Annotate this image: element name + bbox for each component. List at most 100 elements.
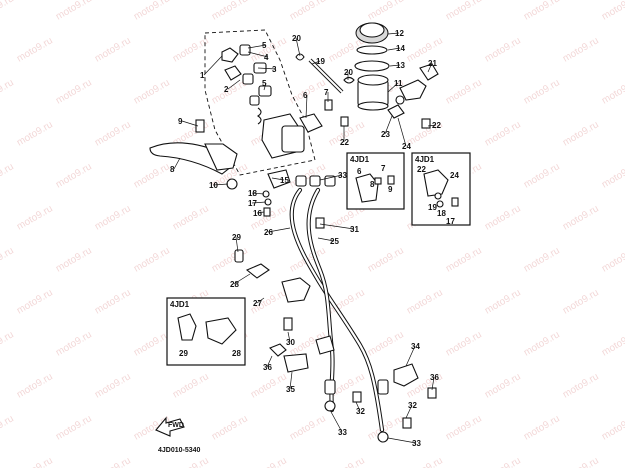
- part-label: 36: [263, 363, 272, 372]
- part-label: 13: [396, 61, 405, 70]
- pin-20: [308, 58, 344, 94]
- watermark-text: moto9.ru: [0, 329, 16, 358]
- watermark-text: moto9.ru: [54, 245, 94, 274]
- watermark-text: moto9.ru: [15, 371, 55, 400]
- part-label: 36: [430, 373, 439, 382]
- leader-line: [233, 273, 251, 285]
- part-label: 1: [200, 71, 205, 80]
- inset-box-upper: [346, 152, 405, 210]
- inset-part-label: 24: [450, 171, 459, 180]
- watermark-text: moto9.ru: [600, 245, 625, 274]
- part-label: 33: [338, 428, 347, 437]
- watermark-text: moto9.ru: [600, 329, 625, 358]
- leader-line: [319, 223, 355, 230]
- watermark-text: moto9.ru: [288, 161, 328, 190]
- watermark-text: moto9.ru: [522, 245, 562, 274]
- part-label: 22: [340, 138, 349, 147]
- leader-line: [247, 51, 269, 58]
- inset-part-label: 6: [357, 167, 362, 176]
- part-label: 22: [432, 121, 441, 130]
- inset-part-label: 19: [428, 203, 437, 212]
- leader-line: [405, 404, 413, 419]
- master-cylinder-internals: [221, 44, 323, 159]
- part-label: 33: [412, 439, 421, 448]
- part-label: 26: [264, 228, 273, 237]
- watermark-text: moto9.ru: [54, 329, 94, 358]
- forward-arrow-icon: FWD: [155, 416, 185, 437]
- small-parts-top: [295, 53, 439, 129]
- watermark-text: moto9.ru: [132, 0, 172, 23]
- part-label: 8: [170, 165, 175, 174]
- leader-line: [257, 67, 277, 70]
- part-label: 2: [224, 85, 229, 94]
- leader-line: [427, 62, 433, 73]
- part-label: 17: [248, 199, 257, 208]
- inset-part-label: 18: [437, 209, 446, 218]
- watermark-text: moto9.ru: [522, 77, 562, 106]
- part-label: 24: [402, 142, 411, 151]
- watermark-text: moto9.ru: [15, 287, 55, 316]
- leader-line: [384, 115, 393, 135]
- part-label: 5: [262, 79, 267, 88]
- leader-line: [389, 64, 401, 67]
- leader-line: [311, 60, 321, 65]
- part-label: 12: [395, 29, 404, 38]
- inset-part-label: 8: [370, 180, 375, 189]
- forward-arrow-text: FWD: [168, 422, 184, 429]
- leader-line: [251, 192, 265, 195]
- leader-line: [329, 409, 343, 433]
- watermark-text: moto9.ru: [0, 161, 16, 190]
- part-label: 34: [411, 342, 420, 351]
- inset-box-left: [166, 297, 246, 366]
- watermark-text: moto9.ru: [288, 77, 328, 106]
- leader-line: [317, 237, 335, 242]
- watermark-text: moto9.ru: [522, 413, 562, 442]
- inset-title-upper: 4JD1: [350, 155, 370, 164]
- watermark-text: moto9.ru: [483, 455, 523, 468]
- watermark-text: moto9.ru: [444, 329, 484, 358]
- leader-line: [355, 401, 361, 412]
- leader-line: [181, 120, 199, 127]
- leader-line: [203, 55, 223, 76]
- inset-part-label: 28: [232, 349, 241, 358]
- leader-line: [295, 37, 301, 57]
- watermark-text: moto9.ru: [405, 287, 445, 316]
- watermark-text: moto9.ru: [132, 245, 172, 274]
- inset-title-left: 4JD1: [170, 300, 190, 309]
- part-label: 32: [356, 407, 365, 416]
- leader-line: [405, 345, 416, 367]
- part-label: 9: [178, 117, 183, 126]
- part-label: 3: [272, 65, 277, 74]
- watermark-text: moto9.ru: [327, 455, 367, 468]
- watermark-text: moto9.ru: [249, 455, 289, 468]
- inset-part-label: 7: [381, 164, 386, 173]
- leader-line: [387, 32, 400, 35]
- watermark-text: moto9.ru: [366, 329, 406, 358]
- watermark-text: moto9.ru: [15, 35, 55, 64]
- watermark-text: moto9.ru: [444, 0, 484, 23]
- watermark-text: moto9.ru: [15, 455, 55, 468]
- leader-line: [387, 47, 401, 51]
- leader-line: [266, 355, 273, 368]
- watermark-text: moto9.ru: [132, 161, 172, 190]
- watermark-text: moto9.ru: [366, 245, 406, 274]
- leader-line: [289, 371, 293, 390]
- watermark-text: moto9.ru: [0, 245, 16, 274]
- watermark-text: moto9.ru: [444, 413, 484, 442]
- part-label: 33: [338, 171, 347, 180]
- part-label: 25: [330, 237, 339, 246]
- inset-part-label: 9: [388, 185, 393, 194]
- watermark-text: moto9.ru: [600, 161, 625, 190]
- watermark-text: moto9.ru: [93, 371, 133, 400]
- watermark-text: moto9.ru: [444, 245, 484, 274]
- watermark-text: moto9.ru: [93, 119, 133, 148]
- watermark-text: moto9.ru: [522, 329, 562, 358]
- part-label: 19: [316, 57, 325, 66]
- leader-line: [227, 79, 241, 90]
- watermark-text: moto9.ru: [288, 413, 328, 442]
- watermark-text: moto9.ru: [561, 203, 601, 232]
- hose-guides: [234, 249, 437, 399]
- part-label: 20: [344, 68, 353, 77]
